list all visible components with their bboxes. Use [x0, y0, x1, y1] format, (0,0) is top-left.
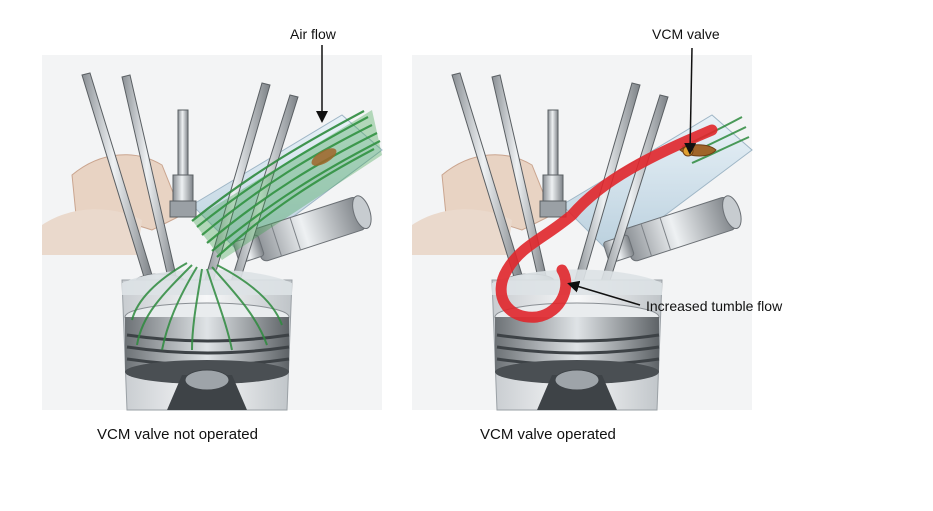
vcm-valve-open-shape	[311, 148, 337, 166]
vcm-valve-label: VCM valve	[652, 26, 720, 42]
left-engine-illustration	[40, 53, 384, 412]
caption-operated: VCM valve operated	[480, 426, 616, 443]
right-engine-illustration	[410, 53, 754, 412]
increased-tumble-flow-label: Increased tumble flow	[646, 298, 783, 314]
tumble-flow-path	[495, 124, 718, 323]
air-flow-streams	[191, 110, 381, 258]
caption-not-operated: VCM valve not operated	[97, 426, 258, 443]
air-flow-label: Air flow	[290, 26, 336, 42]
tumble-flow-leader-line	[567, 280, 641, 306]
vcm-valve-shape	[679, 144, 717, 157]
vcm-valve-leader-line	[684, 47, 697, 155]
